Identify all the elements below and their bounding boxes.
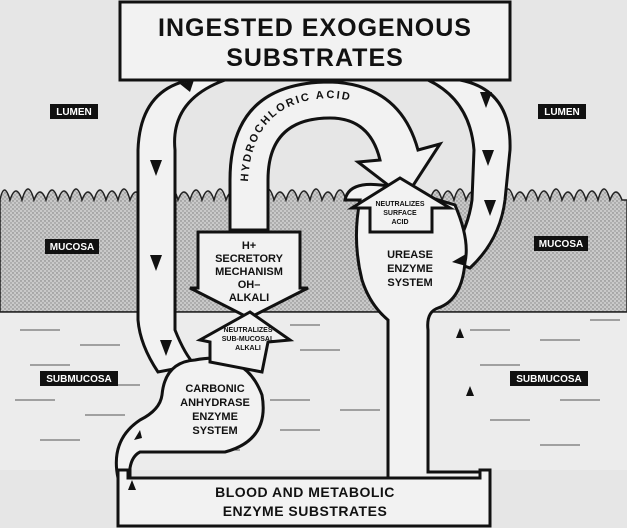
carbonic-line4: SYSTEM — [192, 425, 237, 437]
label-mucosa-left: MUCOSA — [45, 239, 99, 254]
secretory-line1: H+ — [242, 240, 256, 252]
svg-text:MUCOSA: MUCOSA — [539, 239, 583, 250]
label-mucosa-right: MUCOSA — [534, 236, 588, 251]
svg-text:SUBMUCOSA: SUBMUCOSA — [46, 374, 112, 385]
svg-text:SUBMUCOSA: SUBMUCOSA — [516, 374, 582, 385]
bottom-box-line2: ENZYME SUBSTRATES — [223, 503, 388, 519]
carbonic-line1: CARBONIC — [185, 383, 244, 395]
neutralizes-surface-line2: SURFACE — [383, 210, 417, 217]
svg-text:LUMEN: LUMEN — [544, 107, 580, 118]
bottom-box-line1: BLOOD AND METABOLIC — [215, 484, 395, 500]
urease-line3: SYSTEM — [387, 277, 432, 289]
label-lumen-left: LUMEN — [50, 104, 98, 119]
top-box-line1: INGESTED EXOGENOUS — [158, 14, 472, 42]
top-box-line2: SUBSTRATES — [226, 44, 404, 72]
svg-text:LUMEN: LUMEN — [56, 107, 92, 118]
secretory-line5: ALKALI — [229, 292, 269, 304]
neutralizes-surface-line3: ACID — [391, 219, 408, 226]
secretory-line2: SECRETORY — [215, 253, 284, 265]
secretory-line4: OH– — [238, 279, 261, 291]
carbonic-line2: ANHYDRASE — [180, 397, 250, 409]
label-submucosa-right: SUBMUCOSA — [510, 371, 588, 386]
neutralizes-submucosal-line3: ALKALI — [235, 345, 261, 352]
svg-text:MUCOSA: MUCOSA — [50, 242, 94, 253]
urease-line2: ENZYME — [387, 263, 433, 275]
neutralizes-surface-line1: NEUTRALIZES — [376, 201, 425, 208]
carbonic-line3: ENZYME — [192, 411, 238, 423]
neutralizes-submucosal-line1: NEUTRALIZES — [224, 327, 273, 334]
label-submucosa-left: SUBMUCOSA — [40, 371, 118, 386]
label-lumen-right: LUMEN — [538, 104, 586, 119]
urease-line1: UREASE — [387, 249, 433, 261]
submucosa-layer — [0, 312, 627, 470]
secretory-line3: MECHANISM — [215, 266, 283, 278]
neutralizes-submucosal-line2: SUB-MUCOSAL — [222, 336, 275, 343]
